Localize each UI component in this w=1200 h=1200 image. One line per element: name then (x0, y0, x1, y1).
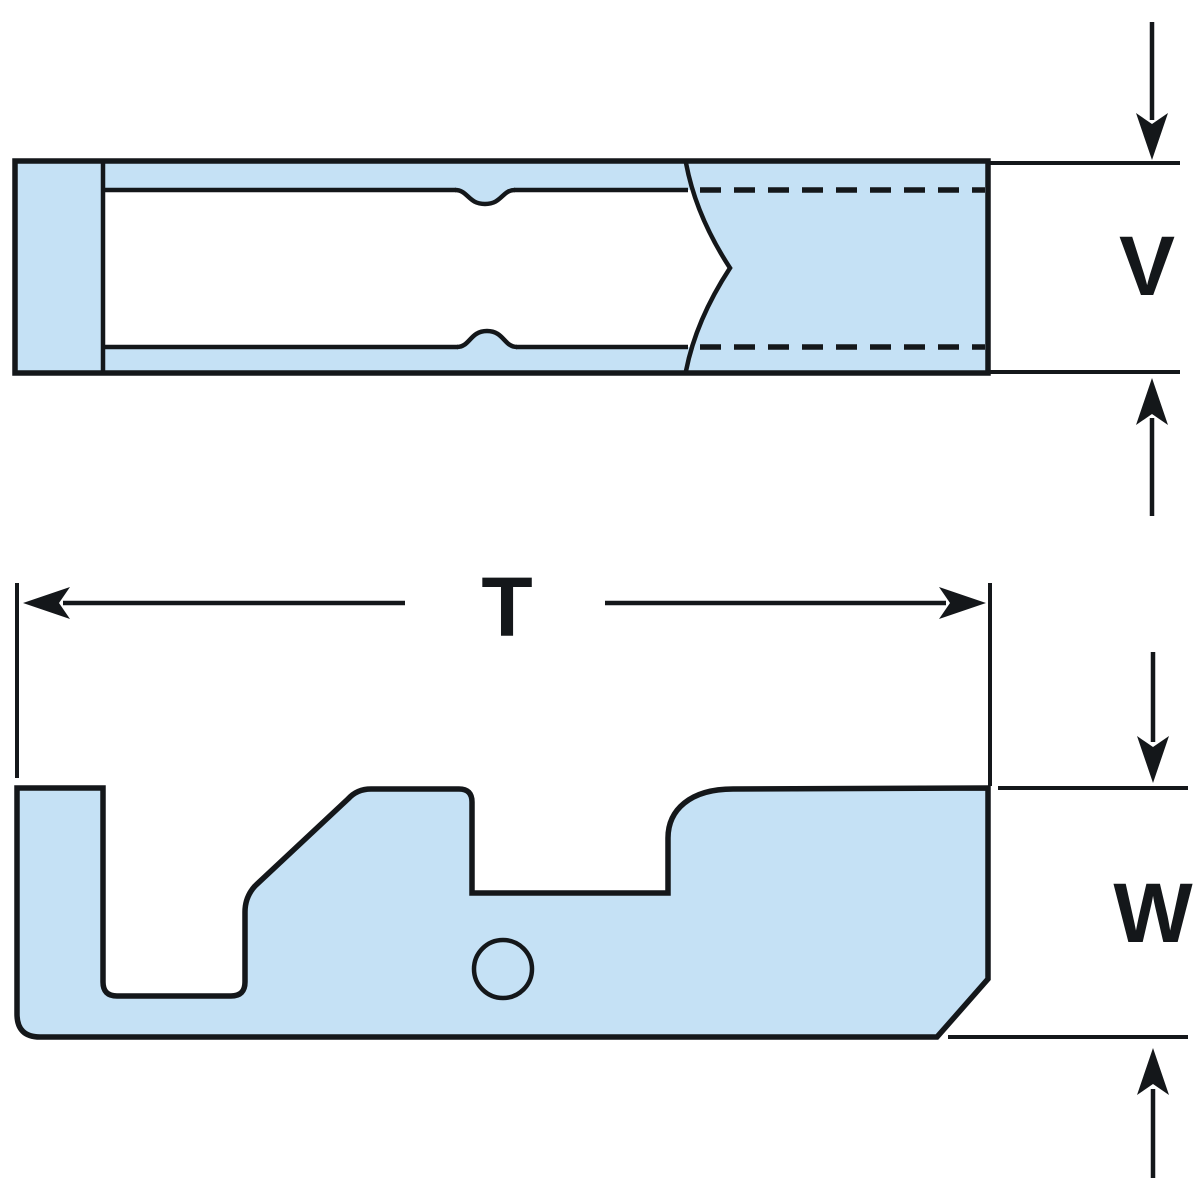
dimension-t: T (15, 560, 992, 786)
barrel-solid-section (686, 163, 988, 371)
blank-outline (14, 785, 991, 1040)
plan-view (14, 785, 991, 1040)
v-arrow-down-icon (1136, 113, 1168, 160)
dimension-label-v: V (1119, 219, 1175, 313)
dimension-label-w: W (1113, 866, 1193, 960)
crimp-dimple-top (454, 187, 516, 207)
dimension-v: V (990, 22, 1180, 516)
w-arrow-up-icon (1137, 1048, 1169, 1095)
crimp-dimple-bottom-fill (457, 331, 517, 350)
side-section-view (12, 158, 991, 376)
dimension-w: W (948, 652, 1193, 1178)
t-arrow-right-icon (939, 587, 986, 619)
rivet-hole (471, 937, 535, 1001)
barrel-outline (12, 158, 991, 376)
v-arrow-up-icon (1136, 378, 1168, 425)
t-arrow-left-icon (23, 587, 70, 619)
dimension-label-t: T (481, 560, 532, 654)
crimp-dimple-bottom (456, 328, 518, 350)
break-line (683, 162, 733, 372)
end-wall (15, 161, 103, 373)
w-arrow-down-icon (1137, 736, 1169, 783)
crimp-dimple-top-fill (455, 186, 515, 204)
